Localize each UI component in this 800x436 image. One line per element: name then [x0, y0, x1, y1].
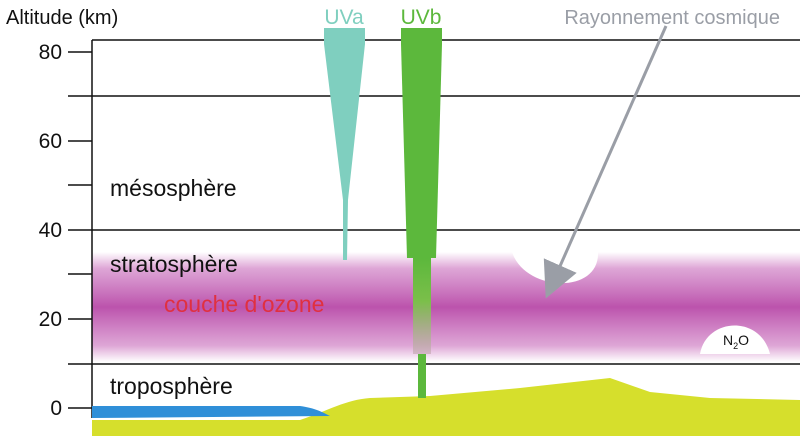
n2o-label: N2O [723, 332, 749, 351]
uva-beam-taper [324, 44, 365, 260]
uvb-beam-taper [401, 44, 442, 258]
uva-beam-top [324, 28, 365, 44]
ozone-layer-band [92, 252, 800, 362]
troposphere-label: troposphère [110, 373, 233, 399]
uvb-beam-faded [413, 258, 431, 354]
cosmic-ray-arrow [543, 25, 668, 299]
n2o-ozone-depletion [700, 325, 770, 354]
y-tick-label-20: 20 [39, 308, 62, 331]
y-tick-label-0: 0 [50, 397, 62, 420]
uvb-beam-top [401, 28, 442, 44]
stratosphere-label: stratosphère [110, 251, 238, 277]
water-surface [92, 406, 330, 418]
cosmic-radiation-label: Rayonnement cosmique [564, 7, 780, 29]
uva-label: UVa [324, 6, 364, 29]
y-tick-label-60: 60 [39, 130, 62, 153]
y-tick-label-40: 40 [39, 219, 62, 242]
ozone-layer-label: couche d'ozone [164, 291, 324, 317]
y-tick-label-80: 80 [39, 41, 62, 64]
y-axis-ticks [68, 51, 92, 409]
y-axis-title: Altitude (km) [6, 7, 118, 29]
mesosphere-label: mésosphère [110, 175, 237, 201]
uvb-label: UVb [401, 6, 442, 29]
uvb-beam-ground [418, 354, 426, 398]
ground-land [92, 378, 800, 436]
